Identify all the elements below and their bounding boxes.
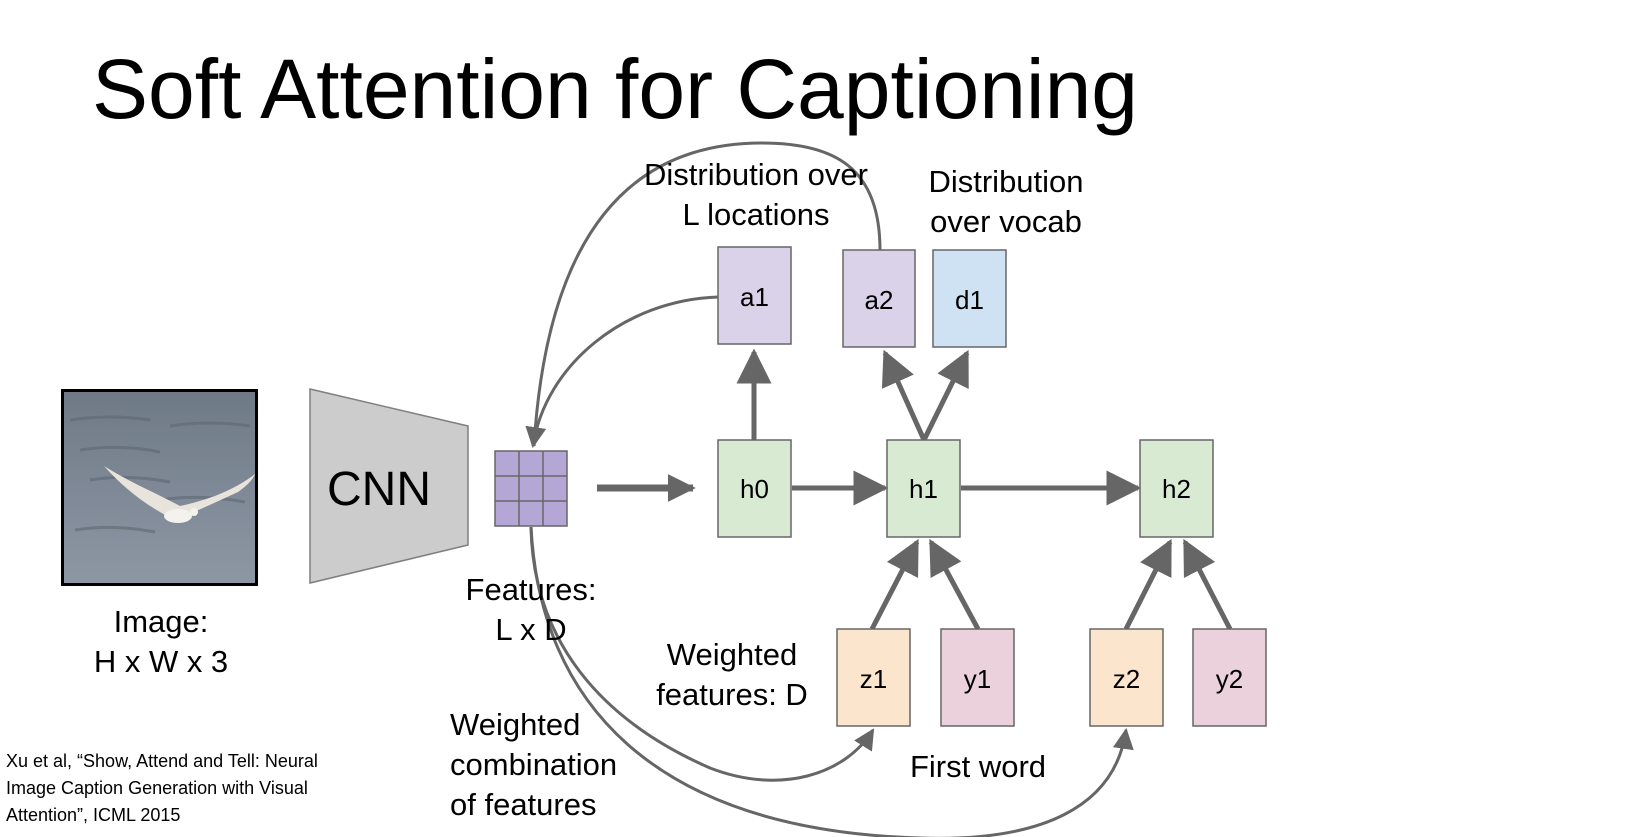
svg-text:Attention”, ICML 2015: Attention”, ICML 2015 <box>6 805 180 825</box>
svg-text:Features:: Features: <box>466 572 597 607</box>
label-features: Features: L x D <box>466 572 597 647</box>
arrow-grid-to-z1 <box>529 526 875 782</box>
arrow-a1-to-grid <box>525 295 719 449</box>
svg-text:combination: combination <box>450 747 617 782</box>
node-y2-label: y2 <box>1216 664 1243 694</box>
node-a2-label: a2 <box>865 285 894 315</box>
svg-text:Weighted: Weighted <box>450 707 580 742</box>
slide-title: Soft Attention for Captioning <box>92 42 1138 136</box>
arrow-z1-to-h1 <box>869 538 920 631</box>
svg-text:over vocab: over vocab <box>930 204 1082 239</box>
citation: Xu et al, “Show, Attend and Tell: Neural… <box>6 751 318 825</box>
node-h0-label: h0 <box>740 474 769 504</box>
label-image: Image: H x W x 3 <box>94 604 228 679</box>
node-a1-label: a1 <box>740 282 769 312</box>
node-z1-label: z1 <box>860 664 887 694</box>
arrow-h1-to-a2 <box>881 349 927 442</box>
label-weighted-features: Weighted features: D <box>656 637 808 712</box>
cnn-block <box>309 388 469 584</box>
arrow-h1-to-d1 <box>921 349 970 442</box>
node-h2: h2 <box>1139 439 1214 538</box>
input-image <box>61 389 258 586</box>
svg-text:Weighted: Weighted <box>667 637 797 672</box>
svg-text:Xu et al, “Show, Attend and Te: Xu et al, “Show, Attend and Tell: Neural <box>6 751 318 771</box>
label-weighted-combination: Weighted combination of features <box>450 707 617 822</box>
label-distribution-vocab: Distribution over vocab <box>928 164 1083 239</box>
connectors <box>525 141 1233 837</box>
svg-text:Image Caption Generation with: Image Caption Generation with Visual <box>6 778 308 798</box>
node-d1-label: d1 <box>955 285 984 315</box>
node-y1-label: y1 <box>964 664 991 694</box>
node-z1: z1 <box>836 628 911 727</box>
node-h2-label: h2 <box>1162 474 1191 504</box>
bird-shape <box>104 466 255 519</box>
label-first-word: First word <box>910 749 1046 784</box>
arrow-y1-to-h1 <box>928 538 981 631</box>
svg-text:Distribution over: Distribution over <box>644 157 868 192</box>
svg-text:of features: of features <box>450 787 596 822</box>
svg-text:Image:: Image: <box>114 604 209 639</box>
node-h1-label: h1 <box>909 474 938 504</box>
svg-text:H x W x 3: H x W x 3 <box>94 644 228 679</box>
node-a1: a1 <box>717 246 792 345</box>
arrow-y2-to-h2 <box>1182 538 1233 631</box>
node-h1: h1 <box>886 439 961 538</box>
label-distribution-locations: Distribution over L locations <box>644 157 868 232</box>
arrow-grid-to-z2 <box>529 526 1134 837</box>
node-z2: z2 <box>1089 628 1164 727</box>
svg-text:features: D: features: D <box>656 677 808 712</box>
node-h0: h0 <box>717 439 792 538</box>
node-d1: d1 <box>932 249 1007 348</box>
cnn-label: CNN <box>327 463 431 516</box>
svg-text:Distribution: Distribution <box>928 164 1083 199</box>
node-y2: y2 <box>1192 628 1267 727</box>
node-a2: a2 <box>842 249 916 348</box>
node-z2-label: z2 <box>1113 664 1140 694</box>
svg-text:L x D: L x D <box>495 612 566 647</box>
feature-grid <box>494 450 568 527</box>
arrow-z2-to-h2 <box>1123 538 1173 631</box>
svg-text:L locations: L locations <box>682 197 829 232</box>
arrow-a2-to-grid <box>532 141 882 447</box>
node-y1: y1 <box>940 628 1015 727</box>
